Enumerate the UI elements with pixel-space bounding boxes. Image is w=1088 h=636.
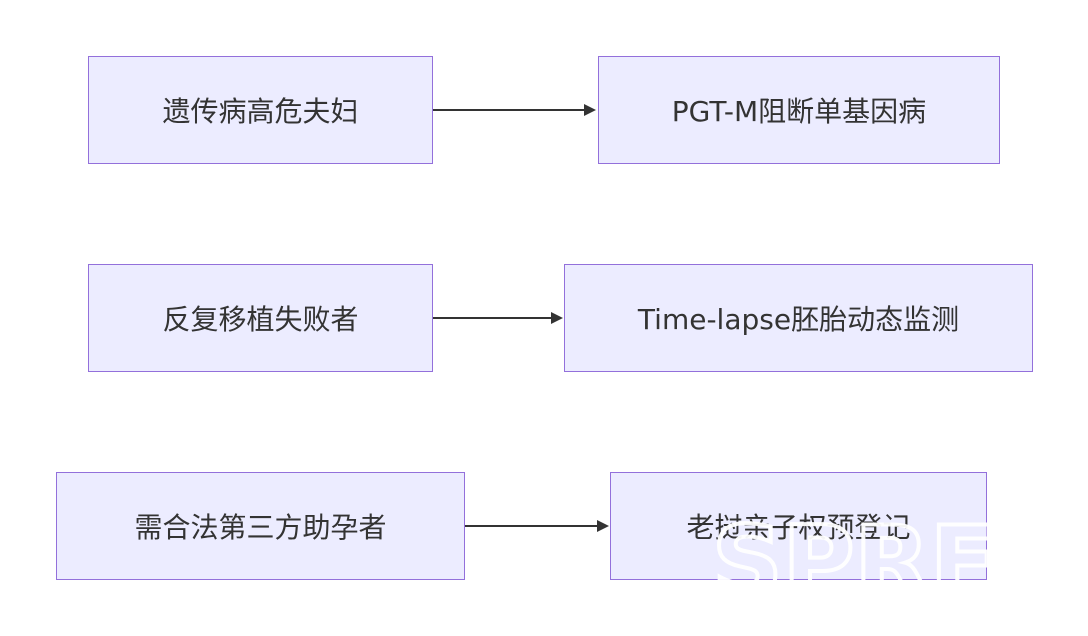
node-time-lapse-monitoring[interactable]: Time-lapse胚胎动态监测 (564, 264, 1033, 372)
node-label: Time-lapse胚胎动态监测 (637, 303, 960, 336)
node-laos-parentage-registration[interactable]: 老挝亲子权预登记 (610, 472, 987, 580)
node-label: 反复移植失败者 (162, 303, 359, 336)
sun-rays-icon (997, 519, 1063, 585)
node-repeated-implantation-failure[interactable]: 反复移植失败者 (88, 264, 433, 372)
node-label: PGT-M阻断单基因病 (671, 95, 927, 128)
node-label: 需合法第三方助孕者 (134, 511, 387, 544)
node-label: 遗传病高危夫妇 (162, 95, 359, 128)
node-third-party-surrogacy[interactable]: 需合法第三方助孕者 (56, 472, 465, 580)
node-label: 老挝亲子权预登记 (686, 511, 911, 544)
node-pgt-m[interactable]: PGT-M阻断单基因病 (598, 56, 1000, 164)
node-hereditary-risk-couple[interactable]: 遗传病高危夫妇 (88, 56, 433, 164)
